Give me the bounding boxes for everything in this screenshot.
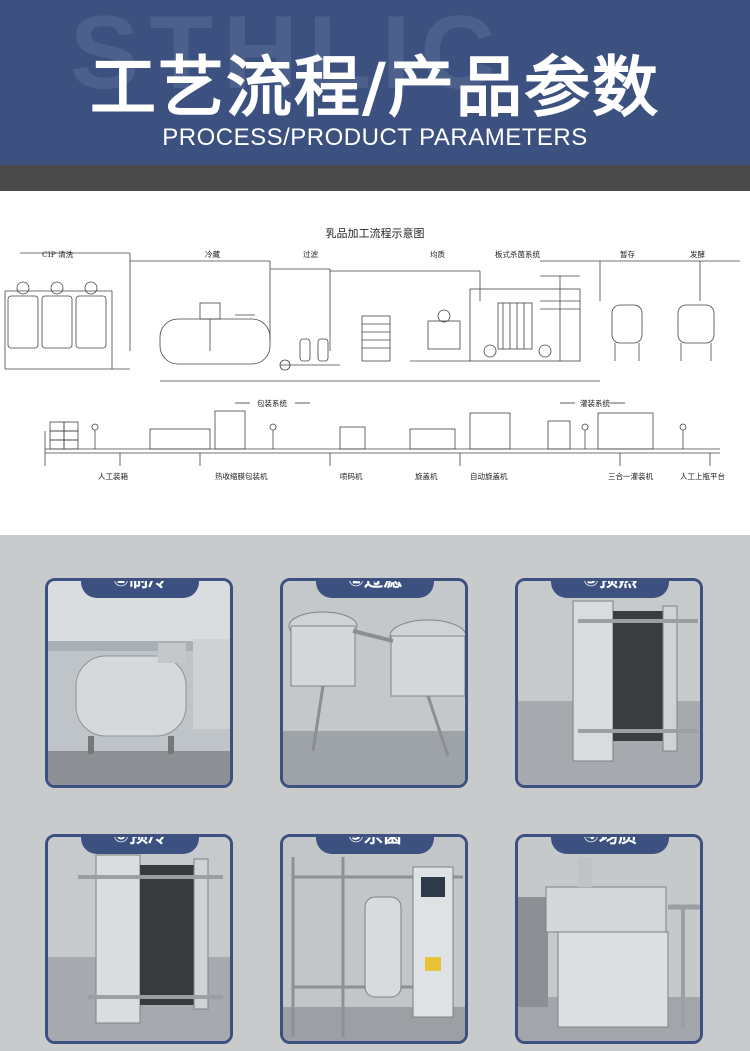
diagram-label-temp-storage: 暂存	[620, 250, 635, 259]
diagram-label-manual-boxing: 人工装箱	[98, 472, 128, 481]
diagram-label-inkjet-printer: 喷码机	[340, 472, 363, 481]
flow-diagram-drawing	[4, 252, 740, 466]
diagram-label-cip: CIP 清洗	[42, 250, 74, 259]
product-card-sterilization: ⑤杀菌	[280, 834, 468, 1044]
homogenizer-photo	[518, 837, 700, 1041]
plate-cooler-photo	[48, 837, 230, 1041]
diagram-label-fermentation: 发酵	[690, 250, 705, 259]
product-label-precooling: ⑥预冷	[81, 837, 199, 854]
product-label-homogenizing: ④均质	[551, 837, 669, 854]
plate-heat-exchanger-photo	[518, 581, 700, 785]
page-title: 工艺流程/产品参数	[89, 49, 661, 126]
product-card-preheating: ③预热	[515, 578, 703, 788]
diagram-label-plate-sterilizer: 板式杀菌系统	[495, 250, 540, 259]
product-label-sterilization: ⑤杀菌	[316, 837, 434, 854]
diagram-label-filling-system: 灌装系统	[580, 399, 610, 408]
product-card-precooling: ⑥预冷	[45, 834, 233, 1044]
product-label-filtering: ②过滤	[316, 581, 434, 598]
product-card-filtering: ②过滤	[280, 578, 468, 788]
header-watermark: STHLIC	[70, 0, 506, 111]
diagram-label-homogenize: 均质	[430, 250, 445, 259]
product-label-cooling: ①制冷	[81, 581, 199, 598]
diagram-label-manual-bottle-platform: 人工上瓶平台	[680, 472, 725, 481]
process-flow-diagram: 乳品加工流程示意图 CIP 清洗 冷藏 过滤 均质 板式杀菌系统 暂存 发酵 包…	[0, 191, 750, 535]
sterilizer-photo	[283, 837, 465, 1041]
diagram-label-auto-capper: 自动旋盖机	[470, 472, 508, 481]
diagram-label-3in1-filler: 三合一灌装机	[608, 472, 653, 481]
diagram-label-shrink-wrapper: 热收缩膜包装机	[215, 472, 268, 481]
filter-photo	[283, 581, 465, 785]
cooling-tank-photo	[48, 581, 230, 785]
header-divider-band	[0, 165, 750, 191]
diagram-label-filter: 过滤	[303, 250, 318, 259]
diagram-title: 乳品加工流程示意图	[325, 227, 425, 240]
product-card-cooling: ①制冷	[45, 578, 233, 788]
header-banner: STHLIC 工艺流程/产品参数 PROCESS/PRODUCT PARAMET…	[0, 0, 750, 165]
page-subtitle: PROCESS/PRODUCT PARAMETERS	[162, 124, 588, 151]
product-card-homogenizing: ④均质	[515, 834, 703, 1044]
diagram-label-cold-storage: 冷藏	[205, 250, 220, 259]
diagram-label-capper: 旋盖机	[415, 472, 438, 481]
product-label-preheating: ③预热	[551, 581, 669, 598]
diagram-label-packaging-system: 包装系统	[257, 399, 287, 408]
